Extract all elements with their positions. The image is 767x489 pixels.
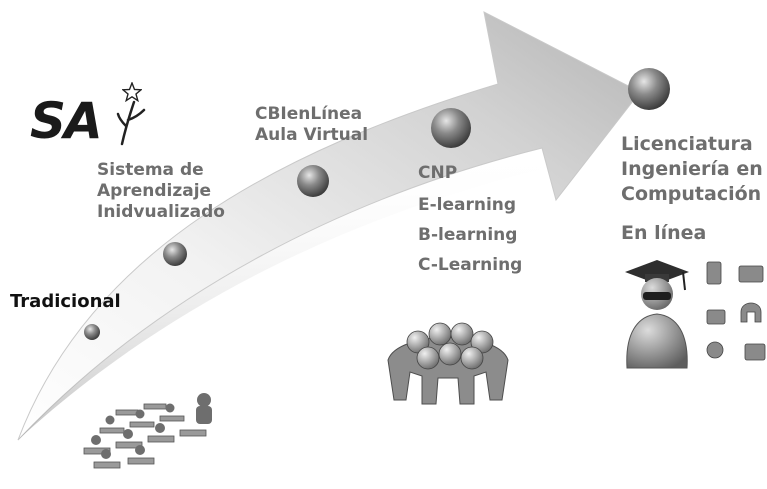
label-sai: Sistema de Aprendizaje Inidvualizado xyxy=(97,160,225,223)
sai-line-3: Inidvualizado xyxy=(97,202,225,222)
cnp-line-2: E-learning xyxy=(418,195,517,215)
stage-ball-cnp xyxy=(431,108,471,148)
arrow-shadow-band xyxy=(18,148,556,440)
stage-ball-licenciatura xyxy=(628,68,670,110)
label-cnp: CNP E-learning B-learning C-Learning xyxy=(418,160,522,278)
stage-ball-sai xyxy=(163,242,187,266)
label-tradicional: Tradicional xyxy=(10,291,121,312)
sai-line-1: Sistema de xyxy=(97,160,204,180)
sai-logo: SA xyxy=(30,82,150,154)
team-huddle-icon xyxy=(387,322,509,405)
classroom-icon xyxy=(83,393,212,469)
label-licenciatura: Licenciatura Ingeniería en Computación E… xyxy=(621,132,763,246)
stick-figure-icon xyxy=(116,100,146,146)
licenciatura-extra: En línea xyxy=(621,222,707,244)
stage-ball-cbenlinea xyxy=(297,165,329,197)
star-icon xyxy=(122,82,142,102)
label-cbenlinea: CBIenLínea Aula Virtual xyxy=(255,104,368,146)
cbenlinea-line-1: CBIenLínea xyxy=(255,104,363,124)
logo-text: SA xyxy=(30,92,103,150)
cnp-line-4: C-Learning xyxy=(418,255,523,275)
sai-line-2: Aprendizaje xyxy=(97,181,212,201)
stage-ball-tradicional xyxy=(84,324,100,340)
licenciatura-line-3: Computación xyxy=(621,183,762,205)
cbenlinea-line-2: Aula Virtual xyxy=(255,125,369,145)
cnp-line-3: B-learning xyxy=(418,225,518,245)
cnp-line-1: CNP xyxy=(418,163,458,183)
licenciatura-line-2: Ingeniería en xyxy=(621,158,763,180)
licenciatura-line-1: Licenciatura xyxy=(621,133,753,155)
graduate-multimedia-icon xyxy=(625,260,766,369)
